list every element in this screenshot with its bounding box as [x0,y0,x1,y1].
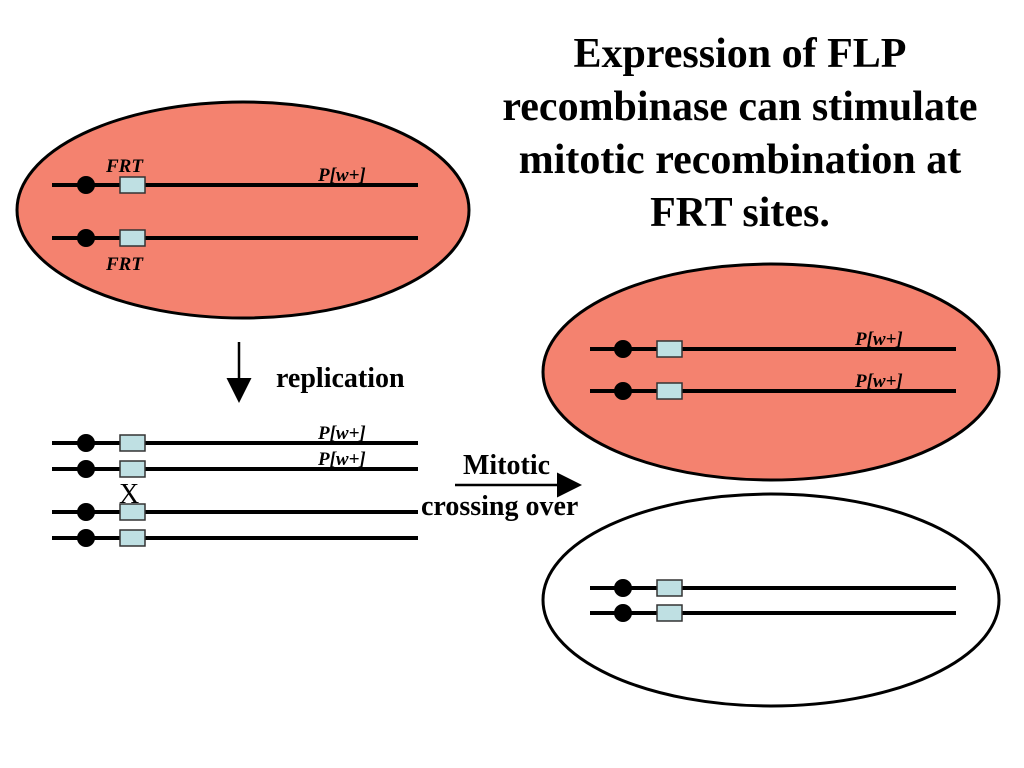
centromere-icon [77,503,95,521]
parent-cell: FRT FRT P[w+] [15,100,471,320]
daughter-white-chromosome-2 [590,604,956,622]
frt-site-box [119,460,146,478]
frt-site-box [656,604,683,622]
centromere-icon [614,382,632,400]
chromatid-1 [52,434,418,452]
centromere-icon [614,340,632,358]
title-line-3: mitotic recombination at [518,137,962,183]
frt-site-box [119,529,146,547]
daughter-red-chromosome-2 [590,382,956,400]
parent-chromosome-2 [52,229,418,247]
chromatid-2 [52,460,418,478]
pw-label-parent: P[w+] [317,165,366,186]
chromatid-4 [52,529,418,547]
mitotic-label-line1: Mitotic [463,450,550,481]
replication-label: replication [276,363,405,394]
daughter-cell-white-membrane [541,492,1001,708]
pw-label-daughter-2: P[w+] [854,371,903,392]
parent-cell-membrane [15,100,471,320]
crossover-mark: X [119,479,139,510]
pw-label-chromatid-1: P[w+] [317,423,366,444]
frt-site-box [119,229,146,247]
daughter-red-chromosome-1 [590,340,956,358]
frt-label-bottom: FRT [105,254,144,275]
daughter-cell-white [541,492,1001,708]
centromere-icon [77,176,95,194]
centromere-icon [614,604,632,622]
daughter-cell-red: P[w+] P[w+] [541,262,1001,482]
frt-site-box [656,382,683,400]
title-line-2: recombinase can stimulate [502,84,978,130]
centromere-icon [77,460,95,478]
centromere-icon [77,529,95,547]
frt-site-box [119,176,146,194]
frt-site-box [656,579,683,597]
daughter-cell-red-membrane [541,262,1001,482]
centromere-icon [77,434,95,452]
mitotic-label-line2: crossing over [421,491,578,522]
pw-label-daughter-1: P[w+] [854,329,903,350]
centromere-icon [77,229,95,247]
chromatid-3 [52,503,418,521]
daughter-white-chromosome-1 [590,579,956,597]
title-line-1: Expression of FLP [573,31,907,77]
frt-site-box [656,340,683,358]
replicated-chromatids: P[w+] P[w+] X [52,423,418,547]
frt-label-top: FRT [105,156,144,177]
frt-site-box [119,503,146,521]
pw-label-chromatid-2: P[w+] [317,449,366,470]
centromere-icon [614,579,632,597]
title-line-4: FRT sites. [650,190,830,236]
slide-title: Expression of FLP recombinase can stimul… [470,28,1010,240]
frt-site-box [119,434,146,452]
parent-chromosome-1 [52,176,418,194]
